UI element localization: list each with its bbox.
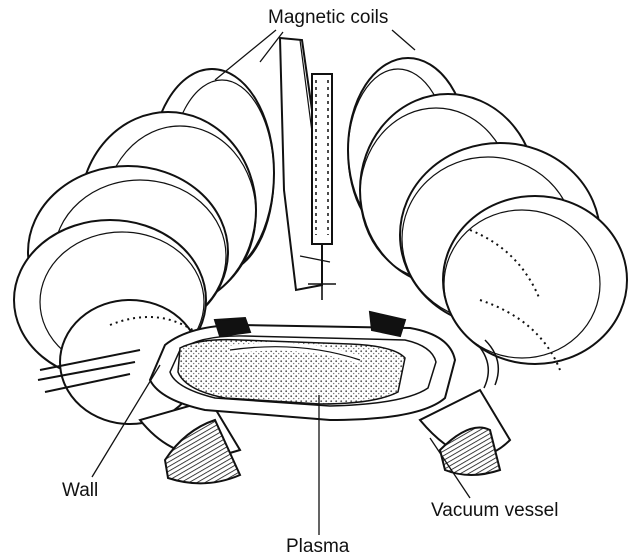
plasma — [178, 340, 405, 404]
plasma-label: Plasma — [286, 537, 349, 556]
coils-leader-left — [215, 30, 276, 80]
central-coils — [280, 38, 336, 300]
central-solenoid — [312, 74, 332, 244]
wall-label: Wall — [62, 481, 98, 500]
coils-leader-right — [392, 30, 415, 50]
vacuum-vessel-label: Vacuum vessel — [431, 501, 558, 520]
magnetic-coils-label: Magnetic coils — [268, 8, 388, 27]
